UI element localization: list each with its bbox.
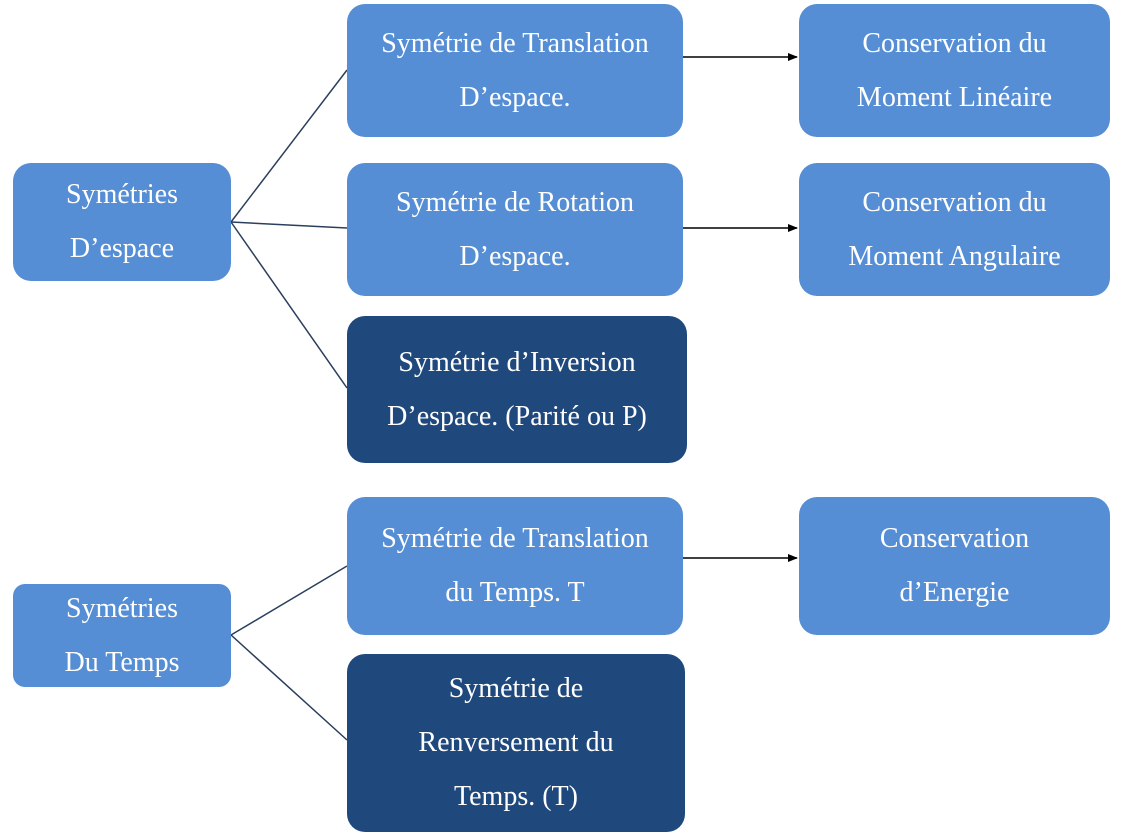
- angular-momentum-conservation-node: Conservation du Moment Angulaire: [799, 163, 1110, 296]
- space-inversion-node: Symétrie d’Inversion D’espace. (Parité o…: [347, 316, 687, 463]
- space-translation-node: Symétrie de Translation D’espace.: [347, 4, 683, 137]
- space-symmetries-node: Symétries D’espace: [13, 163, 231, 281]
- branch-line-space-translation: [230, 69, 348, 223]
- time-symmetries-node: Symétries Du Temps: [13, 584, 231, 687]
- time-translation-node: Symétrie de Translation du Temps. T: [347, 497, 683, 635]
- branch-line-time-translation: [230, 565, 348, 636]
- energy-conservation-node: Conservation d’Energie: [799, 497, 1110, 635]
- space-rotation-node: Symétrie de Rotation D’espace.: [347, 163, 683, 296]
- branch-line-space-rotation: [230, 221, 348, 229]
- branch-line-space-inversion: [230, 221, 348, 389]
- branch-line-time-reversal: [230, 634, 348, 741]
- time-reversal-node: Symétrie de Renversement du Temps. (T): [347, 654, 685, 832]
- linear-momentum-conservation-node: Conservation du Moment Linéaire: [799, 4, 1110, 137]
